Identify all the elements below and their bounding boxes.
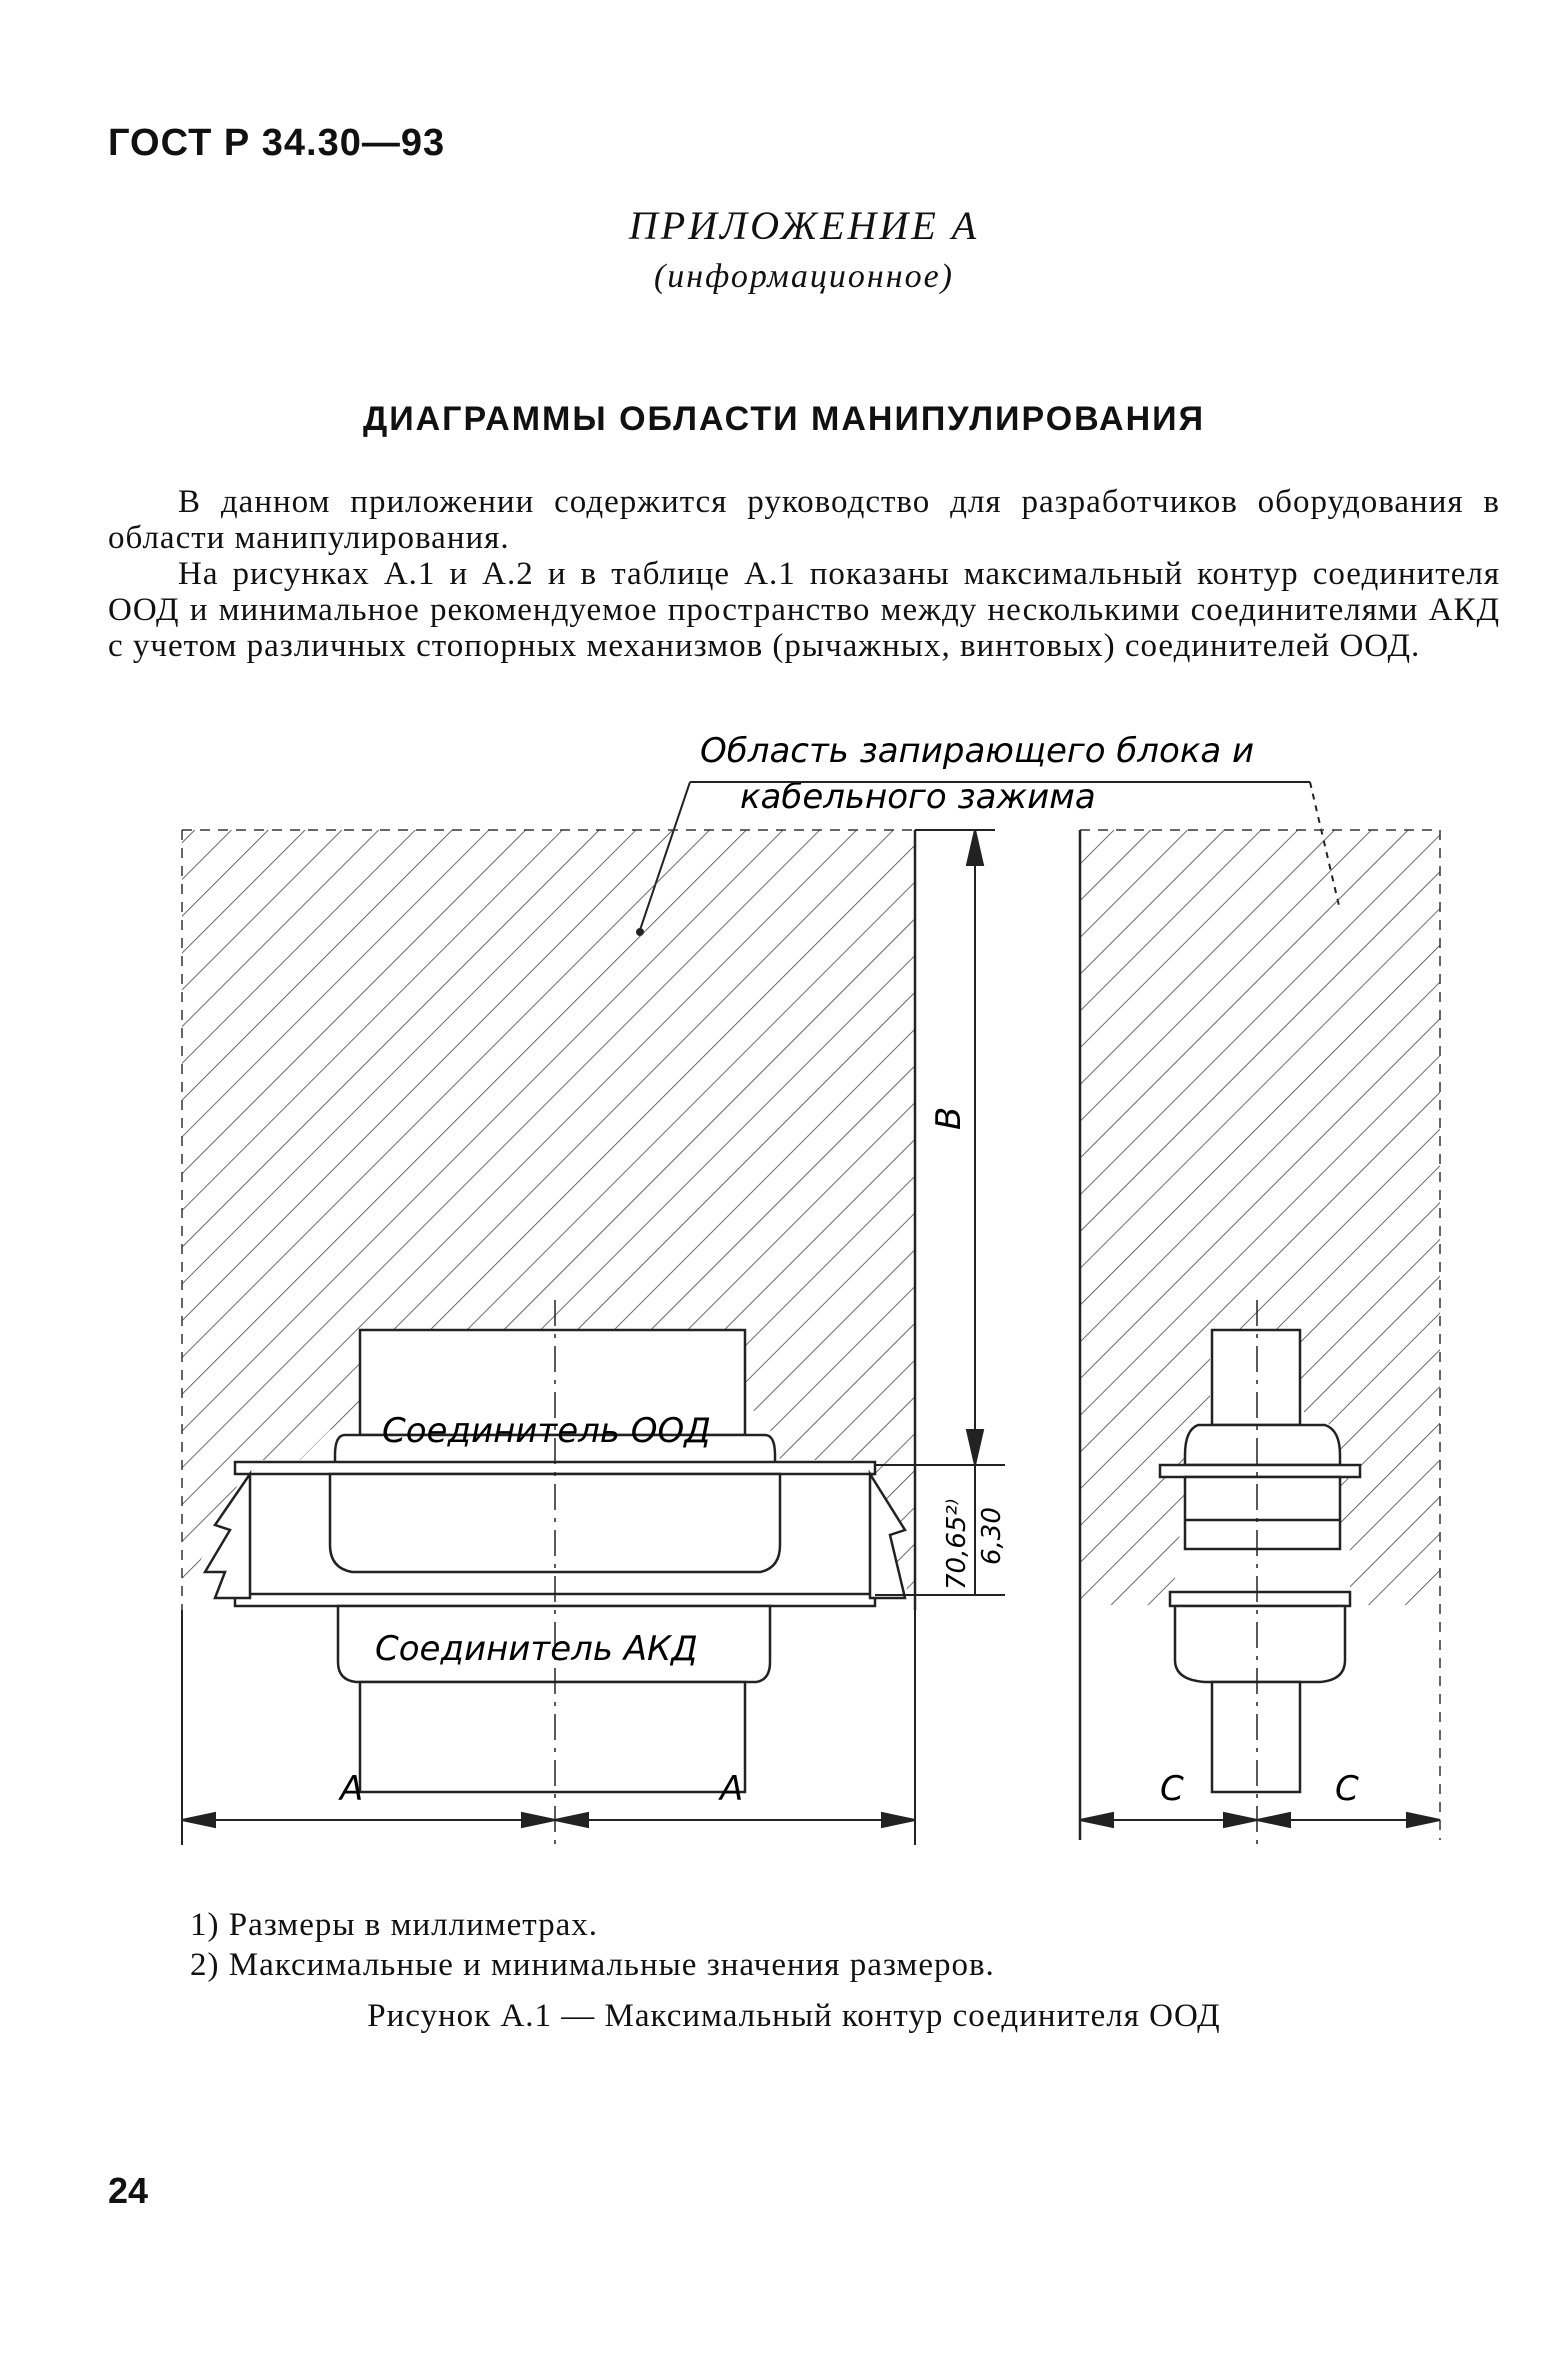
dimension-b	[875, 829, 1005, 1596]
figure-a1: Область запирающего блока и кабельного з…	[0, 730, 1548, 1860]
right-connector-side	[1158, 1328, 1362, 1794]
callout-line1: Область запирающего блока и	[700, 731, 1254, 771]
dimension-c-left-label: C	[1160, 1769, 1184, 1809]
paragraph-description: На рисунках А.1 и А.2 и в таблице А.1 по…	[108, 556, 1500, 664]
dimension-a-right-label: A	[718, 1769, 743, 1809]
dte-label: Соединитель ООД	[382, 1411, 711, 1451]
note-1: 1) Размеры в миллиметрах.	[190, 1907, 598, 1943]
dimension-b-label: B	[929, 1107, 969, 1130]
callout-line2: кабельного зажима	[740, 777, 1096, 817]
right-hatched-zone	[1078, 829, 1441, 1840]
dimension-a	[181, 1610, 916, 1845]
appendix-subtitle: (информационное)	[653, 258, 955, 295]
section-heading: ДИАГРАММЫ ОБЛАСТИ МАНИПУЛИРОВАНИЯ	[362, 400, 1206, 438]
document-id: ГОСТ Р 34.30—93	[108, 122, 446, 164]
figure-caption: Рисунок А.1 — Максимальный контур соедин…	[367, 1998, 1221, 2034]
page-number: 24	[108, 2170, 149, 2211]
left-connector-front	[202, 1328, 907, 1794]
connector-diagram: Область запирающего блока и кабельного з…	[181, 731, 1441, 1850]
figure-notes: 1) Размеры в миллиметрах. 2) Максимальны…	[190, 1905, 995, 1985]
dce-label: Соединитель АКД	[375, 1629, 698, 1669]
dimension-min-label: 6,30	[977, 1507, 1007, 1565]
dimension-c	[1079, 1811, 1441, 1829]
dimension-c-right-label: C	[1335, 1769, 1359, 1809]
dimension-a-left-label: A	[338, 1769, 363, 1809]
paragraph-intro: В данном приложении содержится руководст…	[108, 484, 1500, 556]
appendix-title: ПРИЛОЖЕНИЕ А	[628, 203, 980, 248]
dimension-max-label: 70,65²⁾	[942, 1499, 972, 1590]
note-2: 2) Максимальные и минимальные значения р…	[190, 1947, 995, 1983]
